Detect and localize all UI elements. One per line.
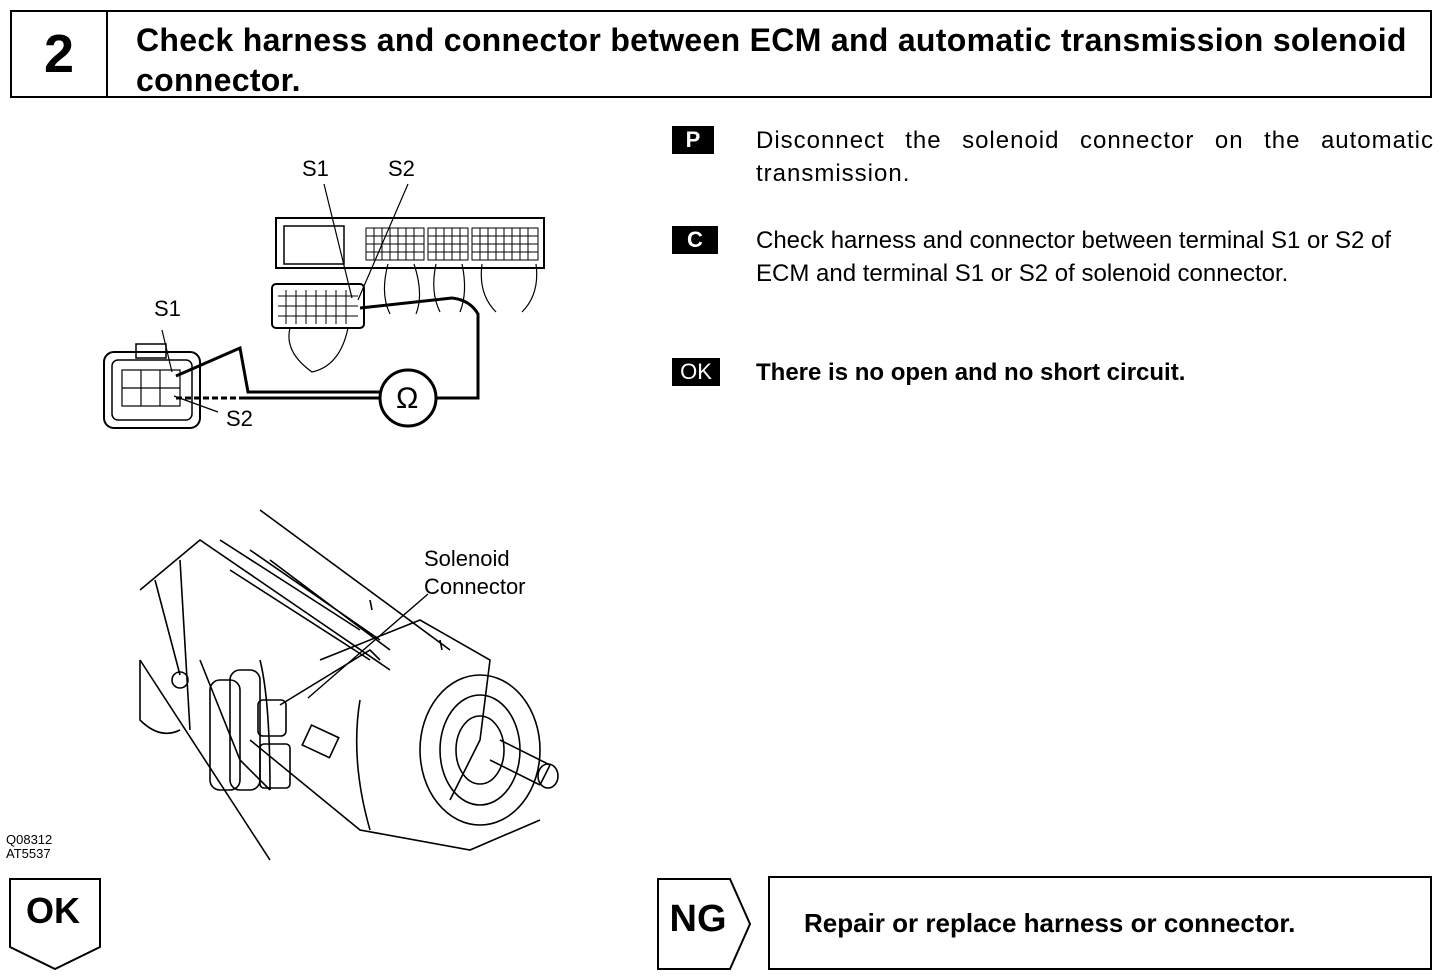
badge-c: C xyxy=(672,226,718,254)
step-title: Check harness and connector between ECM … xyxy=(136,22,1407,98)
instruction-check: C Check harness and connector between te… xyxy=(672,224,1434,324)
badge-p: P xyxy=(672,126,714,154)
ng-result-box xyxy=(657,878,752,970)
ng-result-label: NG xyxy=(669,898,727,940)
instruction-prepare: P Disconnect the solenoid connector on t… xyxy=(672,124,1434,194)
ohmmeter-symbol xyxy=(378,368,438,428)
solenoid-connector-label-line2: Connector xyxy=(424,574,526,599)
ecm-terminal-s2-label: S2 xyxy=(388,156,415,181)
ok-result-box xyxy=(9,878,101,971)
ok-result-label: OK xyxy=(26,890,80,931)
solenoid-connector-outline xyxy=(103,351,201,429)
ecm-terminal-s1-label: S1 xyxy=(302,156,329,181)
instruction-prepare-text: Disconnect the solenoid connector on the… xyxy=(756,127,1434,187)
solenoid-connector-label-line1: Solenoid xyxy=(424,546,510,571)
transmission-illustration xyxy=(139,509,559,861)
ng-action-text: Repair or replace harness or connector. xyxy=(804,908,1296,938)
wiring-diagram xyxy=(103,183,545,429)
ng-action-box: Repair or replace harness or connector. xyxy=(768,876,1432,970)
step-number: 2 xyxy=(12,12,108,96)
instruction-ok: OK There is no open and no short circuit… xyxy=(672,356,1434,396)
ohm-symbol: Ω xyxy=(396,382,419,415)
solenoid-terminal-s2-label: S2 xyxy=(226,406,253,431)
instruction-check-text: Check harness and connector between term… xyxy=(756,227,1392,287)
figure-code-1: Q08312 xyxy=(6,832,53,847)
solenoid-connector-label: Solenoid Connector xyxy=(424,545,526,601)
figure-code-2: AT5537 xyxy=(6,846,51,861)
ecm-connector-outline xyxy=(275,217,545,269)
step-header: 2 Check harness and connector between EC… xyxy=(10,10,1432,98)
solenoid-connector-leader xyxy=(307,593,429,699)
solenoid-terminal-s1-label: S1 xyxy=(154,296,181,321)
badge-ok: OK xyxy=(672,358,720,386)
instruction-ok-text: There is no open and no short circuit. xyxy=(756,359,1186,386)
